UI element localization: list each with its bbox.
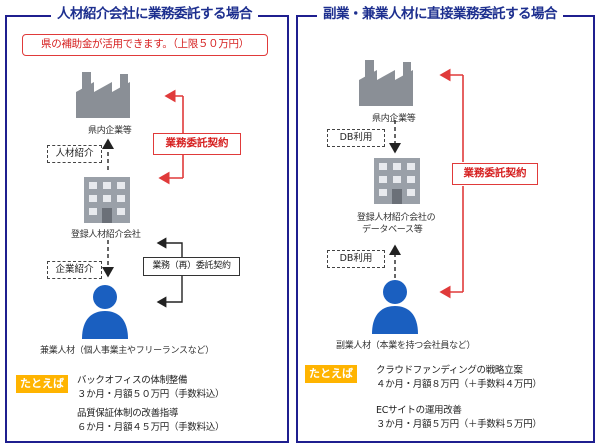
right-contract-box: 業務委託契約	[452, 163, 538, 185]
left-contract-box: 業務委託契約	[153, 133, 241, 155]
intro-box: 企業紹介	[47, 261, 102, 279]
right-example-1-detail: ４か月・月額８万円（＋手数料４万円）	[376, 379, 542, 390]
left-example-1-title: バックオフィスの体制整備	[77, 375, 188, 386]
person-icon	[82, 285, 128, 339]
db-use-box-top: DB利用	[327, 129, 385, 147]
right-company-label: 県内企業等	[372, 114, 416, 124]
factory-icon	[76, 72, 130, 118]
referral-box: 人材紹介	[47, 145, 102, 163]
right-panel-title: 副業・兼業人材に直接業務委託する場合	[317, 2, 563, 22]
left-example-1-detail: ３か月・月額５０万円（手数料込）	[77, 389, 225, 400]
left-company-label: 県内企業等	[88, 126, 132, 136]
left-example-2-detail: ６か月・月額４５万円（手数料込）	[77, 422, 225, 433]
right-example-2-title: ECサイトの運用改善	[376, 405, 462, 416]
left-panel-title: 人材紹介会社に業務委託する場合	[51, 2, 258, 22]
subcontract-box: 業務（再）委託契約	[143, 257, 240, 276]
building-icon	[84, 177, 130, 223]
right-example-2-detail: ３か月・月額５万円（＋手数料５万円）	[376, 419, 542, 430]
right-db-label-line2: データベース等	[362, 225, 423, 235]
left-agency-label: 登録人材紹介会社	[71, 230, 141, 240]
left-example-2-title: 品質保証体制の改善指導	[77, 408, 179, 419]
building-icon	[374, 158, 420, 204]
right-example-tag: たとえば	[305, 365, 357, 383]
subsidy-note: 県の補助金が活用できます。（上限５０万円）	[22, 34, 268, 56]
right-person-label: 副業人材（本業を持つ会社員など）	[336, 341, 476, 351]
person-icon	[372, 280, 418, 334]
right-db-label-line1: 登録人材紹介会社の	[357, 213, 436, 223]
left-panel	[5, 15, 289, 443]
right-example-1-title: クラウドファンディングの戦略立案	[376, 365, 523, 376]
factory-icon	[359, 60, 413, 106]
left-person-label: 兼業人材（個人事業主やフリーランスなど）	[40, 346, 214, 356]
db-use-box-bottom: DB利用	[327, 250, 385, 268]
left-example-tag: たとえば	[16, 375, 68, 393]
